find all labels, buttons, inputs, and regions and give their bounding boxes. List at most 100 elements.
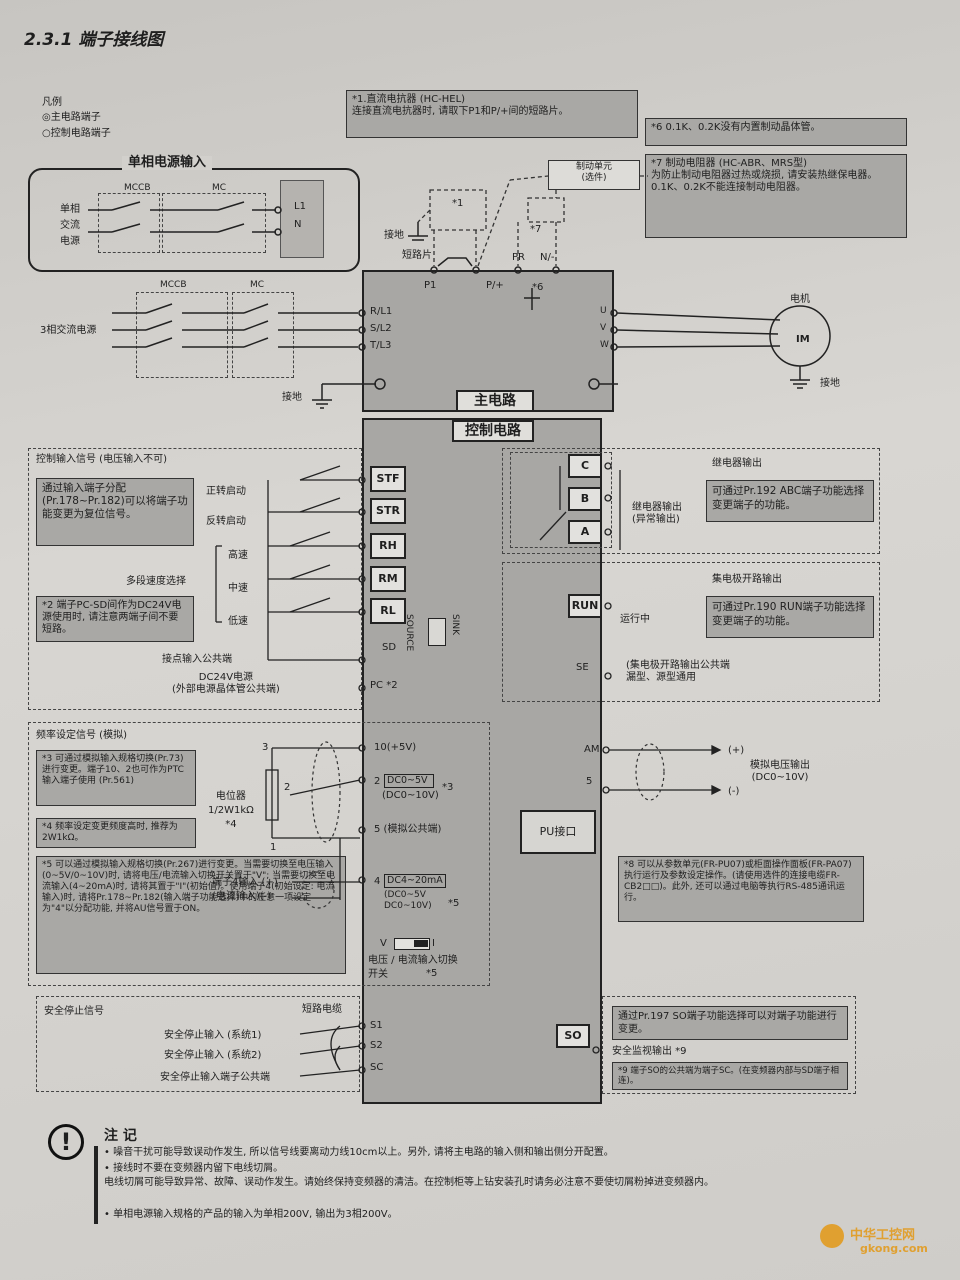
high-speed-label: 高速 bbox=[228, 550, 248, 561]
input-ground-label: 接地 bbox=[282, 392, 302, 403]
terminal-se: SE bbox=[576, 662, 589, 673]
legend-main: ◎主电路端子 bbox=[42, 112, 101, 123]
note-5-input-switch: *5 可以通过模拟输入规格切换(Pr.267)进行变更。当需要切换至电压输入(0… bbox=[36, 856, 346, 974]
terminal-2-range: DC0~5V bbox=[384, 774, 434, 788]
star-1: *1 bbox=[452, 198, 464, 209]
se-label: (集电极开路输出公共端 漏型、源型通用 bbox=[626, 660, 730, 683]
section-title: 2.3.1 端子接线图 bbox=[24, 30, 164, 50]
caution-bar bbox=[94, 1146, 98, 1224]
dc24-label: DC24V电源 (外部电源晶体管公共端) bbox=[172, 672, 280, 695]
switch-i-label: I bbox=[432, 938, 435, 949]
note-8-pu: *8 可以从参数单元(FR-PU07)或柜面操作面板(FR-PA07)执行运行及… bbox=[618, 856, 864, 922]
motor-label: 电机 bbox=[790, 294, 810, 305]
multi-speed-label: 多段速度选择 bbox=[126, 576, 186, 587]
watermark-cn: 中华工控网 bbox=[850, 1228, 916, 1243]
main-circuit-label: 主电路 bbox=[456, 390, 534, 412]
terminal-t: T/L3 bbox=[370, 340, 392, 351]
low-speed-label: 低速 bbox=[228, 616, 248, 627]
terminal-r: R/L1 bbox=[370, 306, 393, 317]
terminal-4-input-label: 端子4输入 (+) (电流输入)(-) bbox=[212, 877, 278, 902]
control-circuit-label: 控制电路 bbox=[452, 420, 534, 442]
single-phase-terminal-block bbox=[280, 180, 324, 258]
switch-star-5: *5 bbox=[426, 968, 438, 979]
analog-output-label: 模拟电压输出 (DC0~10V) bbox=[750, 760, 810, 783]
contact-common-label: 接点输入公共端 bbox=[162, 654, 232, 665]
note-4-potentiometer: *4 频率设定变更频度高时, 推荐为2W1kΩ。 bbox=[36, 818, 196, 848]
caution-item-3: • 单相电源输入规格的产品的输入为单相200V, 输出为3相200V。 bbox=[104, 1209, 398, 1220]
star-5: *5 bbox=[448, 898, 460, 909]
terminal-5: 5 (模拟公共端) bbox=[374, 824, 442, 835]
terminal-v: V bbox=[600, 323, 607, 333]
pot-pin-1: 1 bbox=[270, 842, 277, 853]
terminal-rh: RH bbox=[370, 533, 406, 559]
frequency-title: 频率设定信号 (模拟) bbox=[36, 730, 127, 741]
terminal-p1: P1 bbox=[424, 280, 437, 291]
terminal-s2: S2 bbox=[370, 1040, 383, 1051]
pot-pin-2: 2 bbox=[284, 782, 291, 793]
terminal-a: A bbox=[568, 520, 602, 544]
analog-minus: (-) bbox=[728, 786, 740, 797]
relay-output-title: 继电器输出 bbox=[712, 458, 762, 469]
single-mccb-label: MCCB bbox=[124, 183, 151, 193]
safety-monitor-region bbox=[602, 996, 856, 1094]
terminal-s: S/L2 bbox=[370, 323, 392, 334]
terminal-s1: S1 bbox=[370, 1020, 383, 1031]
safety-input-2-label: 安全停止输入 (系统2) bbox=[164, 1050, 262, 1061]
pot-pin-3: 3 bbox=[262, 742, 269, 753]
pu-connector[interactable]: PU接口 bbox=[520, 810, 596, 854]
note-3-analog-switch: *3 可通过模拟输入规格切换(Pr.73)进行变更。端子10、2也可作为PTC输… bbox=[36, 750, 196, 806]
terminal-2: 2 bbox=[374, 776, 381, 787]
terminal-c: C bbox=[568, 454, 602, 478]
terminal-str: STR bbox=[370, 498, 406, 524]
caution-title: 注 记 bbox=[104, 1128, 137, 1144]
switch-label: 电压 / 电流输入切换 开关 bbox=[368, 955, 458, 980]
main-circuit-block bbox=[362, 270, 614, 412]
control-circuit-block bbox=[362, 418, 602, 1104]
caution-item-2: • 接线时不要在变频器内留下电线切屑。 电线切屑可能导致异常、故障、误动作发生。… bbox=[104, 1163, 714, 1188]
analog-plus: (+) bbox=[728, 745, 745, 756]
potentiometer-label: 电位器 1/2W1kΩ *4 bbox=[208, 791, 254, 830]
voltage-current-switch[interactable] bbox=[394, 938, 430, 950]
terminal-sd: SD bbox=[382, 642, 397, 653]
forward-start-label: 正转启动 bbox=[206, 486, 246, 497]
terminal-so: SO bbox=[556, 1024, 590, 1048]
terminal-n: N/- bbox=[540, 252, 555, 263]
sink-source-jumper[interactable] bbox=[428, 618, 446, 646]
terminal-u: U bbox=[600, 306, 607, 316]
terminal-2-alt-range: (DC0~10V) bbox=[382, 790, 439, 801]
switch-v-label: V bbox=[380, 938, 387, 949]
terminal-pc: PC *2 bbox=[370, 680, 398, 691]
short-bar-label: 短路片 bbox=[402, 250, 432, 261]
note-reset-signal: 通过输入端子分配(Pr.178~Pr.182)可以将端子功能变更为复位信号。 bbox=[36, 478, 194, 546]
frequency-region bbox=[28, 722, 490, 986]
brake-unit-label: 制动单元 (选件) bbox=[575, 162, 612, 183]
safety-monitor-label: 安全监视输出 *9 bbox=[612, 1046, 687, 1057]
star-7: *7 bbox=[530, 224, 542, 235]
note-2-pc-sd: *2 端子PC-SD间作为DC24V电源使用时, 请注意两端子间不要短路。 bbox=[36, 596, 194, 642]
analog-terminal-5: 5 bbox=[586, 776, 593, 787]
single-phase-title: 单相电源输入 bbox=[122, 156, 213, 170]
control-input-region bbox=[28, 448, 362, 710]
safety-input-1-label: 安全停止输入 (系统1) bbox=[164, 1030, 262, 1041]
run-label: 运行中 bbox=[620, 614, 650, 625]
single-mc-label: MC bbox=[212, 183, 227, 193]
motor-ground-label: 接地 bbox=[820, 378, 840, 389]
terminal-w: W bbox=[600, 340, 609, 350]
open-collector-title: 集电极开路输出 bbox=[712, 574, 782, 585]
note-7-brake-resistor: *7 制动电阻器 (HC-ABR、MRS型) 为防止制动电阻器过热或烧损, 请安… bbox=[645, 154, 907, 238]
three-mccb-box bbox=[136, 292, 228, 378]
terminal-10: 10(+5V) bbox=[374, 742, 417, 753]
three-phase-source: 3相交流电源 bbox=[40, 325, 97, 336]
motor-im: IM bbox=[796, 334, 810, 345]
legend-title: 凡例 bbox=[42, 97, 62, 108]
caution-item-1: • 噪音干扰可能导致误动作发生, 所以信号线要离动力线10cm以上。另外, 请将… bbox=[104, 1147, 614, 1158]
relay-contact-box bbox=[510, 452, 612, 548]
note-6-brake-transistor: *6 0.1K、0.2K没有内置制动晶体管。 bbox=[645, 118, 907, 146]
star-3: *3 bbox=[442, 782, 454, 793]
note-so-function: 通过Pr.197 SO端子功能选择可以对端子功能进行变更。 bbox=[612, 1006, 848, 1040]
single-phase-source: 单相交流电源 bbox=[60, 204, 80, 247]
control-input-title: 控制输入信号 (电压输入不可) bbox=[36, 454, 167, 465]
terminal-am: AM bbox=[584, 744, 600, 755]
